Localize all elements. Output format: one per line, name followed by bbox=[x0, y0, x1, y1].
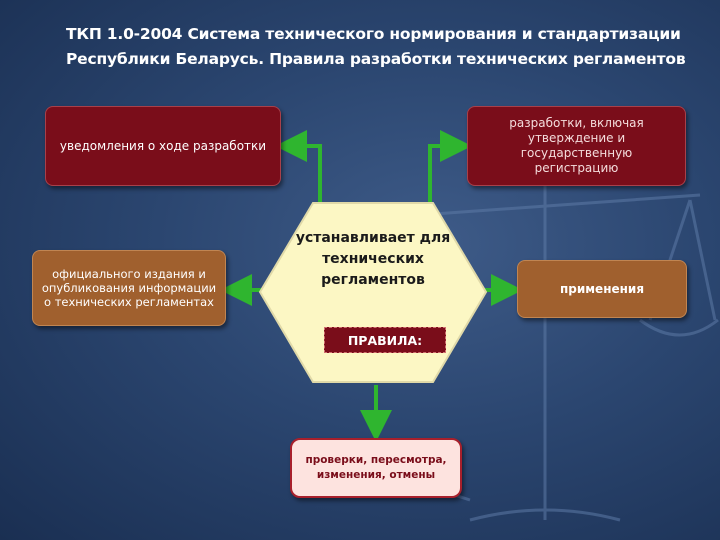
title-line-1: ТКП 1.0-2004 Система технического нормир… bbox=[66, 25, 681, 43]
slide-title: ТКП 1.0-2004 Система технического нормир… bbox=[66, 22, 686, 72]
development-box: разработки, включая утверждение и госуда… bbox=[467, 106, 686, 186]
checks-box: проверки, пересмотра, изменения, отмены bbox=[290, 438, 462, 498]
notify-box: уведомления о ходе разработки bbox=[45, 106, 281, 186]
center-text: устанавливает для технических регламенто… bbox=[258, 228, 488, 291]
center-text-line-1: устанавливает для bbox=[295, 230, 451, 246]
publication-box: официального издания и опубликования инф… bbox=[32, 250, 226, 326]
title-line-2: Республики Беларусь. Правила разработки … bbox=[66, 50, 686, 68]
rules-label: ПРАВИЛА: bbox=[324, 327, 446, 353]
application-box: применения bbox=[517, 260, 687, 318]
center-text-line-3: регламентов bbox=[321, 272, 425, 288]
center-text-line-2: технических bbox=[322, 251, 424, 267]
